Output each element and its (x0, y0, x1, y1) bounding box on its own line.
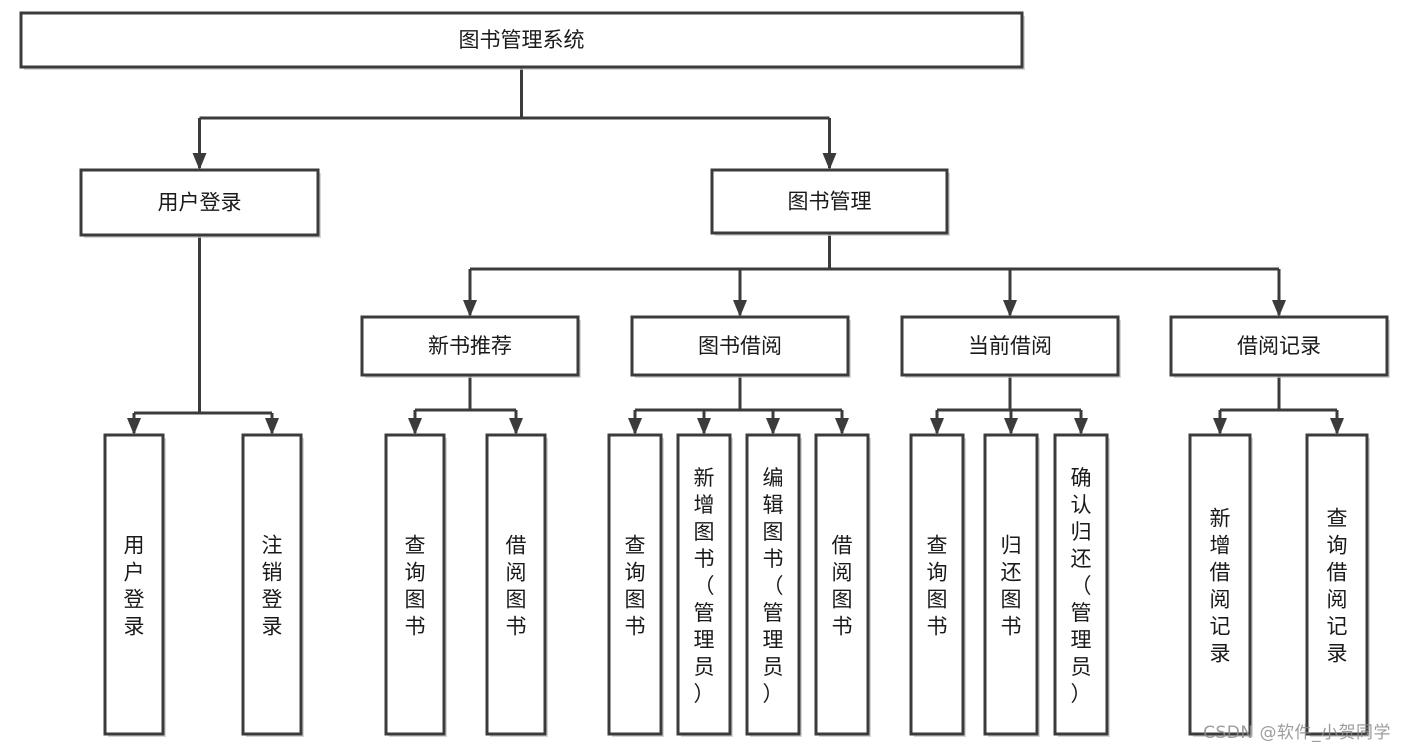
node-user-login-label: 用户登录 (158, 191, 242, 215)
leaf-query-book-recommend-label: 查询图书 (405, 534, 426, 639)
leaf-confirm-return-admin[interactable] (1053, 433, 1109, 736)
leaf-add-book-admin[interactable] (676, 433, 732, 736)
leaf-query-book-current[interactable] (909, 433, 965, 736)
node-book-management-label: 图书管理 (788, 190, 872, 214)
node-current-borrow[interactable] (900, 315, 1120, 377)
leaf-confirm-return-admin-label: 确认归还（管理员） (1071, 466, 1092, 706)
leaf-return-book[interactable] (983, 433, 1039, 736)
leaf-query-book-recommend[interactable] (384, 433, 446, 736)
leaf-add-book-admin-label: 新增图书（管理员） (694, 466, 715, 706)
leaf-add-borrow-record-label: 新增借阅记录 (1210, 507, 1231, 666)
watermark-label: CSDN @软件_小贺同学 (1203, 723, 1391, 743)
connector-layer (127, 67, 1344, 435)
node-book-borrow[interactable] (630, 315, 850, 377)
node-root-library-system[interactable] (19, 11, 1024, 69)
leaf-query-borrow-record-label: 查询借阅记录 (1327, 507, 1348, 666)
leaf-logout[interactable] (241, 433, 303, 736)
node-new-book-recommend-label: 新书推荐 (428, 334, 512, 358)
node-new-book-recommend[interactable] (360, 315, 580, 377)
node-root-library-system-label: 图书管理系统 (459, 28, 585, 52)
leaf-borrow-book-recommend-label: 借阅图书 (506, 534, 527, 639)
leaf-user-login-label: 用户登录 (124, 534, 145, 639)
node-book-management[interactable] (710, 168, 949, 235)
node-borrow-record[interactable] (1169, 315, 1389, 377)
leaf-borrow-book-label: 借阅图书 (832, 534, 853, 639)
leaf-logout-label: 注销登录 (262, 534, 283, 639)
leaf-edit-book-admin-label: 编辑图书（管理员） (763, 466, 784, 706)
leaf-query-book-borrow-label: 查询图书 (625, 534, 646, 639)
node-layer: 图书管理系统用户登录图书管理新书推荐图书借阅当前借阅借阅记录用户登录注销登录查询… (19, 11, 1390, 737)
leaf-borrow-book[interactable] (814, 433, 870, 736)
leaf-return-book-label: 归还图书 (1001, 534, 1022, 639)
node-book-borrow-label: 图书借阅 (698, 334, 782, 358)
leaf-user-login[interactable] (103, 433, 165, 736)
leaf-borrow-book-recommend[interactable] (485, 433, 547, 736)
leaf-query-book-current-label: 查询图书 (927, 534, 948, 639)
node-user-login[interactable] (79, 168, 320, 237)
leaf-query-borrow-record[interactable] (1305, 433, 1369, 736)
leaf-add-borrow-record[interactable] (1188, 433, 1252, 736)
node-borrow-record-label: 借阅记录 (1237, 334, 1321, 358)
node-current-borrow-label: 当前借阅 (968, 334, 1052, 358)
leaf-edit-book-admin[interactable] (745, 433, 801, 736)
leaf-query-book-borrow[interactable] (607, 433, 663, 736)
